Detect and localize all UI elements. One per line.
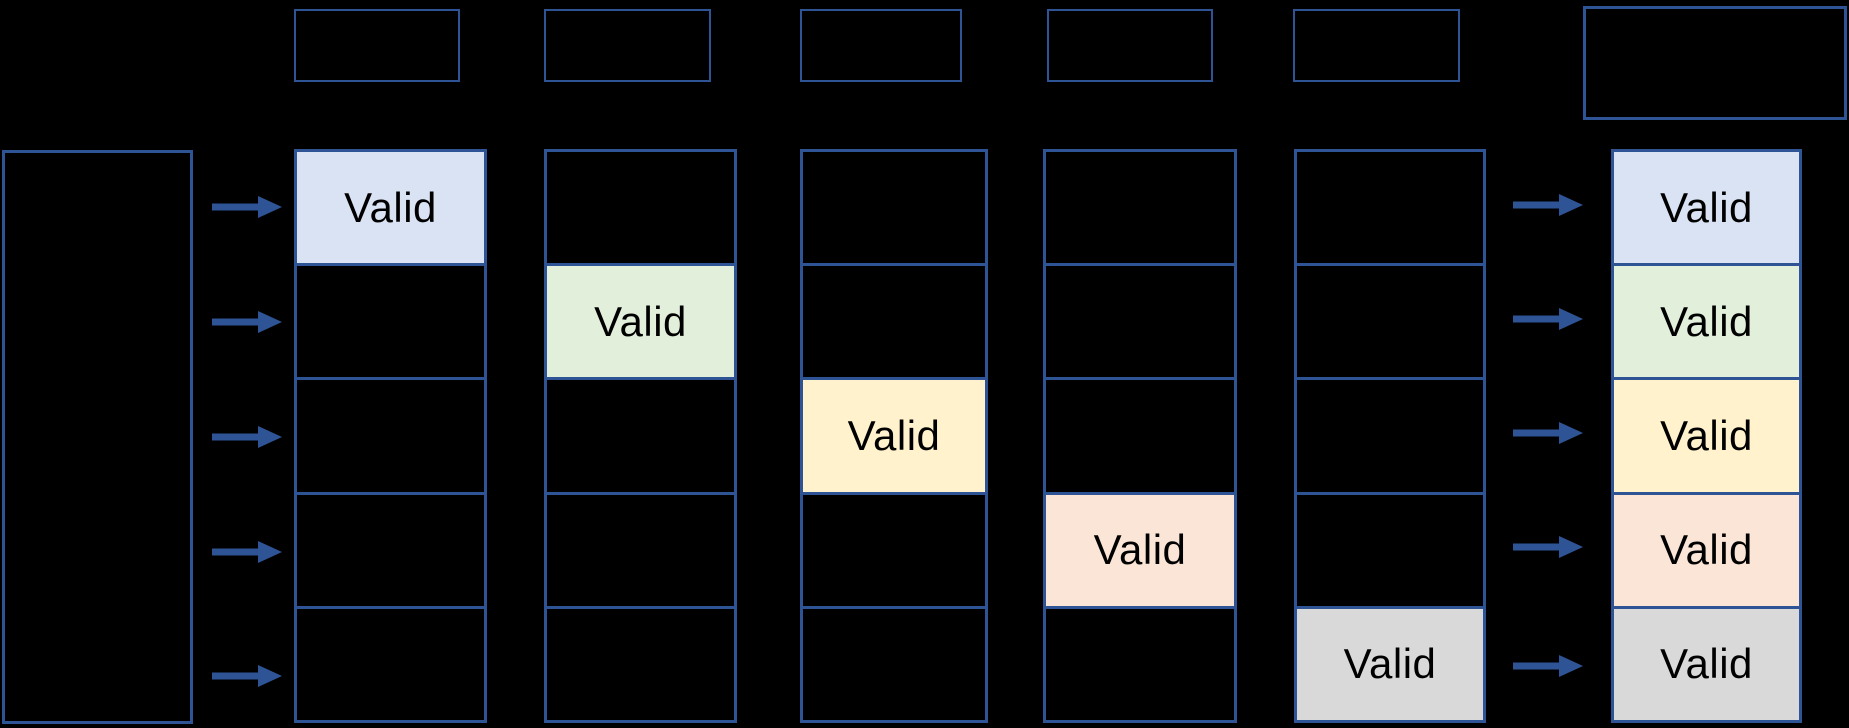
empty-cell — [547, 491, 734, 606]
valid-cell: Valid — [1614, 377, 1799, 492]
column-5: Valid — [1294, 149, 1486, 723]
valid-cell: Valid — [547, 263, 734, 378]
top-box-2 — [544, 9, 711, 82]
column-2: Valid — [544, 149, 737, 723]
valid-label: Valid — [1343, 640, 1437, 688]
right-arrow-3 — [1513, 420, 1583, 446]
right-arrow-1 — [1513, 192, 1583, 218]
empty-cell — [1297, 152, 1483, 263]
valid-cell: Valid — [803, 377, 985, 492]
left-arrow-3 — [212, 424, 282, 450]
empty-cell — [1297, 377, 1483, 491]
valid-label: Valid — [847, 412, 941, 459]
valid-label: Valid — [1660, 183, 1753, 231]
arrow-icon — [1513, 422, 1583, 444]
valid-cell: Valid — [1614, 605, 1799, 721]
valid-cell: Valid — [1046, 491, 1234, 606]
column-1: Valid — [294, 149, 487, 723]
arrow-icon — [212, 665, 282, 687]
column-4: Valid — [1043, 149, 1237, 723]
right-arrow-2 — [1513, 306, 1583, 332]
empty-cell — [1046, 377, 1234, 491]
top-box-result — [1583, 6, 1847, 120]
empty-cell — [297, 605, 484, 720]
valid-label: Valid — [594, 297, 687, 345]
right-arrow-4 — [1513, 534, 1583, 560]
arrow-icon — [212, 196, 282, 218]
empty-cell — [1297, 491, 1483, 606]
valid-cell: Valid — [1614, 491, 1799, 606]
empty-cell — [1046, 263, 1234, 377]
top-box-4 — [1047, 9, 1213, 82]
empty-cell — [297, 263, 484, 377]
top-box-1 — [294, 9, 460, 82]
left-arrow-2 — [212, 309, 282, 335]
empty-cell — [297, 491, 484, 606]
valid-cell: Valid — [1614, 263, 1799, 378]
arrow-icon — [212, 311, 282, 333]
valid-cell: Valid — [1297, 605, 1483, 721]
arrow-icon — [1513, 655, 1583, 677]
column-3: Valid — [800, 149, 988, 723]
left-arrow-4 — [212, 539, 282, 565]
arrow-icon — [212, 426, 282, 448]
empty-cell — [1046, 152, 1234, 263]
source-box — [2, 150, 193, 724]
empty-cell — [803, 491, 985, 606]
left-arrow-5 — [212, 663, 282, 689]
valid-label: Valid — [1660, 526, 1753, 574]
arrow-icon — [212, 541, 282, 563]
empty-cell — [803, 152, 985, 263]
top-box-5 — [1293, 9, 1460, 82]
valid-cell: Valid — [1614, 152, 1799, 264]
empty-cell — [547, 377, 734, 491]
left-arrow-1 — [212, 194, 282, 220]
right-arrow-5 — [1513, 653, 1583, 679]
valid-label: Valid — [1660, 640, 1753, 688]
arrow-icon — [1513, 194, 1583, 216]
valid-label: Valid — [344, 183, 437, 231]
arrow-icon — [1513, 536, 1583, 558]
empty-cell — [547, 152, 734, 263]
empty-cell — [803, 263, 985, 377]
empty-cell — [1046, 605, 1234, 720]
empty-cell — [803, 605, 985, 720]
empty-cell — [547, 605, 734, 720]
empty-cell — [297, 377, 484, 491]
valid-cell: Valid — [297, 152, 484, 264]
valid-label: Valid — [1660, 412, 1753, 459]
valid-label: Valid — [1660, 297, 1753, 345]
valid-label: Valid — [1093, 526, 1187, 574]
top-box-3 — [800, 9, 962, 82]
result-column: Valid Valid Valid Valid Valid — [1611, 149, 1802, 723]
arrow-icon — [1513, 308, 1583, 330]
empty-cell — [1297, 263, 1483, 377]
